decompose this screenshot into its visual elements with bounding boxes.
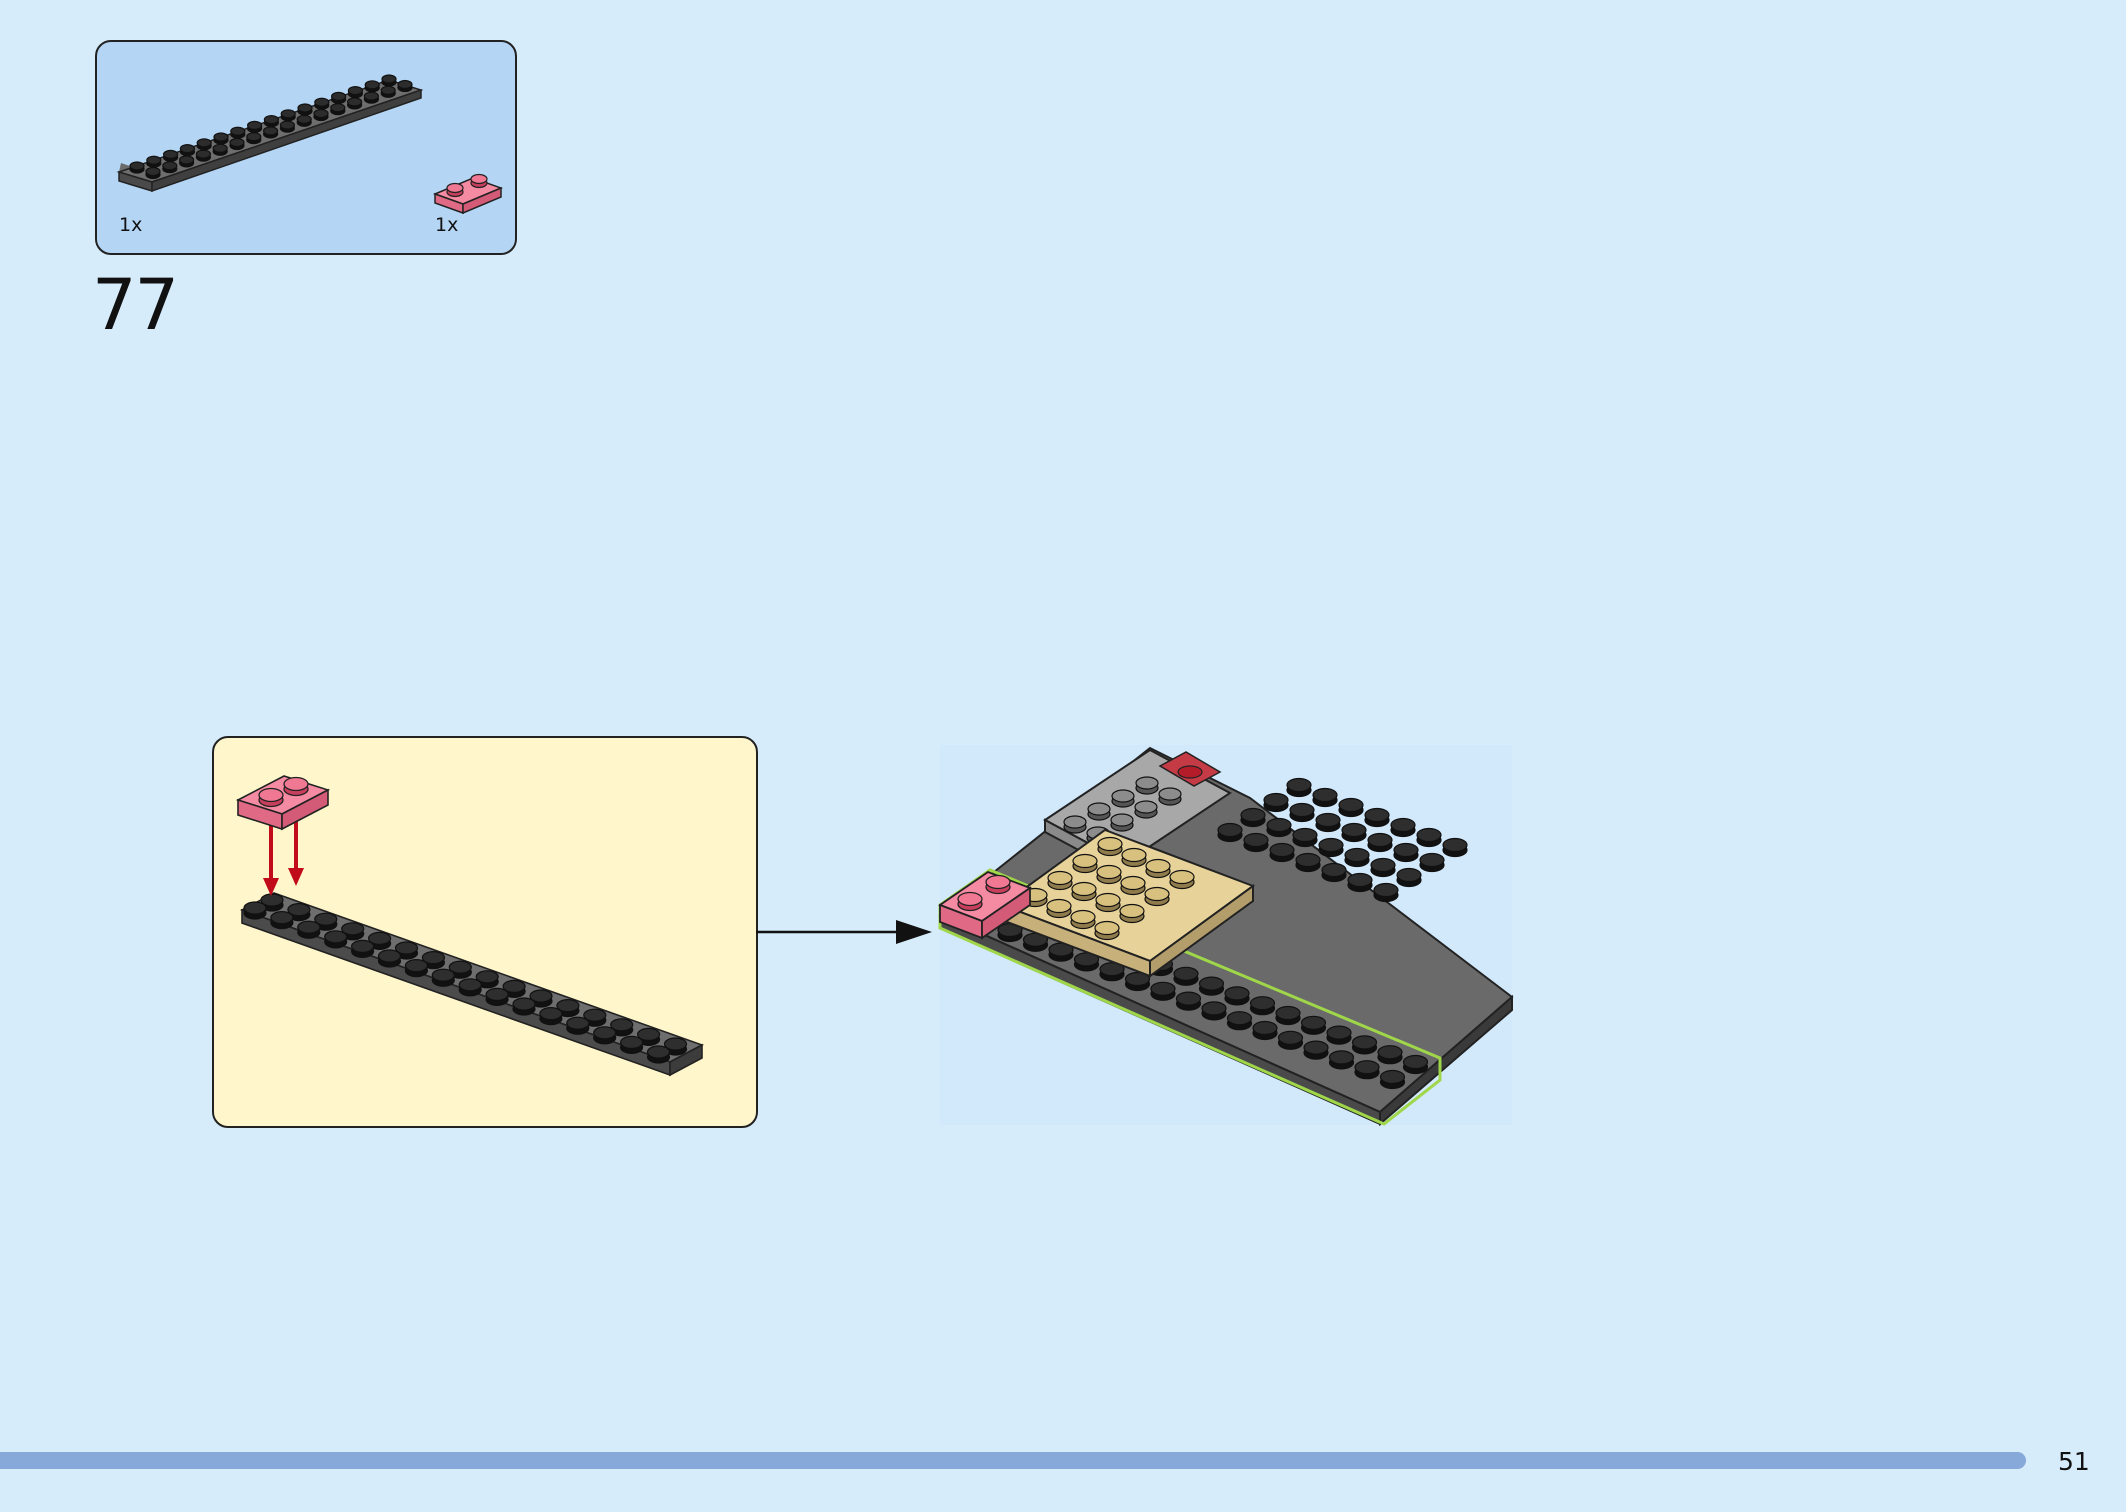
dark-grey-plate-2x16-icon	[116, 74, 424, 193]
callout-graphics	[235, 775, 704, 1077]
parts-list-graphics	[116, 74, 504, 215]
pink-plate-1x2-icon	[235, 775, 331, 831]
pink-plate-1x2-icon	[432, 173, 504, 215]
pink-plate-1x2-icon	[938, 870, 1032, 940]
page-number: 51	[2058, 1447, 2090, 1476]
step-number: 77	[92, 264, 179, 346]
tan-plate-4x4-icon	[999, 828, 1256, 978]
dark-grey-plate-2x16-icon	[240, 892, 704, 1077]
parts-list-box: 1x 1x	[95, 40, 517, 255]
dark-red-tile-icon	[1158, 751, 1222, 787]
callout-subassembly-box	[212, 736, 758, 1128]
dark-grey-wedge-plate-icon	[938, 746, 1514, 1127]
part-quantity-plate-1x2: 1x	[435, 214, 459, 236]
part-quantity-plate-2x16: 1x	[119, 214, 143, 236]
page-footer-bar	[0, 1452, 2026, 1469]
new-part-highlight	[938, 868, 1442, 1126]
